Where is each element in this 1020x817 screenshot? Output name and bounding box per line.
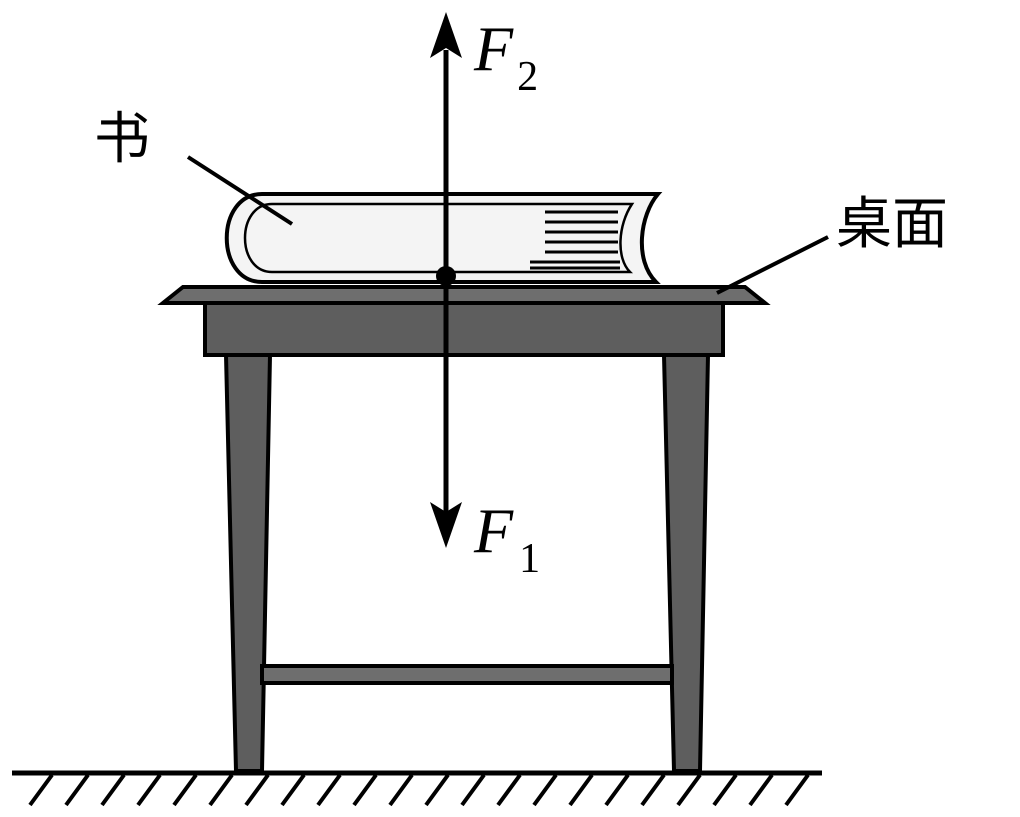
table-top xyxy=(157,285,771,305)
book-leader-line xyxy=(186,155,294,226)
ground-hatch-mark xyxy=(604,773,630,807)
contact-point xyxy=(436,266,456,286)
book xyxy=(224,192,663,284)
force-up-subscript: 2 xyxy=(517,54,538,100)
table-leg-right xyxy=(661,353,711,773)
book-pages xyxy=(530,210,620,270)
table-leg-left xyxy=(223,353,273,773)
book-label: 书 xyxy=(94,107,150,172)
ground-hatch-mark xyxy=(64,773,90,807)
ground-hatch-mark xyxy=(568,773,594,807)
ground-hatch-mark xyxy=(640,773,666,807)
ground-hatch-mark xyxy=(496,773,522,807)
ground-hatch-mark xyxy=(172,773,198,807)
desk-leader-line xyxy=(716,235,829,295)
ground-hatch-mark xyxy=(784,773,810,807)
ground-hatch-mark xyxy=(136,773,162,807)
ground-hatch-mark xyxy=(388,773,414,807)
ground-hatch-mark xyxy=(208,773,234,807)
force-up-label: F2 xyxy=(473,13,538,100)
ground-hatch-mark xyxy=(748,773,774,807)
ground-hatch-mark xyxy=(676,773,702,807)
force-down-subscript: 1 xyxy=(519,536,540,582)
table-apron xyxy=(203,301,725,357)
force-up-symbol: F xyxy=(473,13,514,84)
ground xyxy=(12,770,822,807)
ground-hatch-mark xyxy=(244,773,270,807)
ground-hatch-mark xyxy=(316,773,342,807)
table-crossbar xyxy=(260,664,674,685)
force-arrow-down xyxy=(430,276,462,548)
ground-hatch-mark xyxy=(28,773,54,807)
force-arrow-up xyxy=(430,12,462,276)
ground-hatch-mark xyxy=(712,773,738,807)
ground-hatch-mark xyxy=(100,773,126,807)
ground-hatch-mark xyxy=(280,773,306,807)
ground-hatch-mark xyxy=(424,773,450,807)
ground-hatch-mark xyxy=(460,773,486,807)
desk-surface-label: 桌面 xyxy=(836,192,948,257)
ground-hatch-mark xyxy=(532,773,558,807)
force-down-symbol: F xyxy=(473,495,514,566)
ground-hatch-mark xyxy=(352,773,378,807)
